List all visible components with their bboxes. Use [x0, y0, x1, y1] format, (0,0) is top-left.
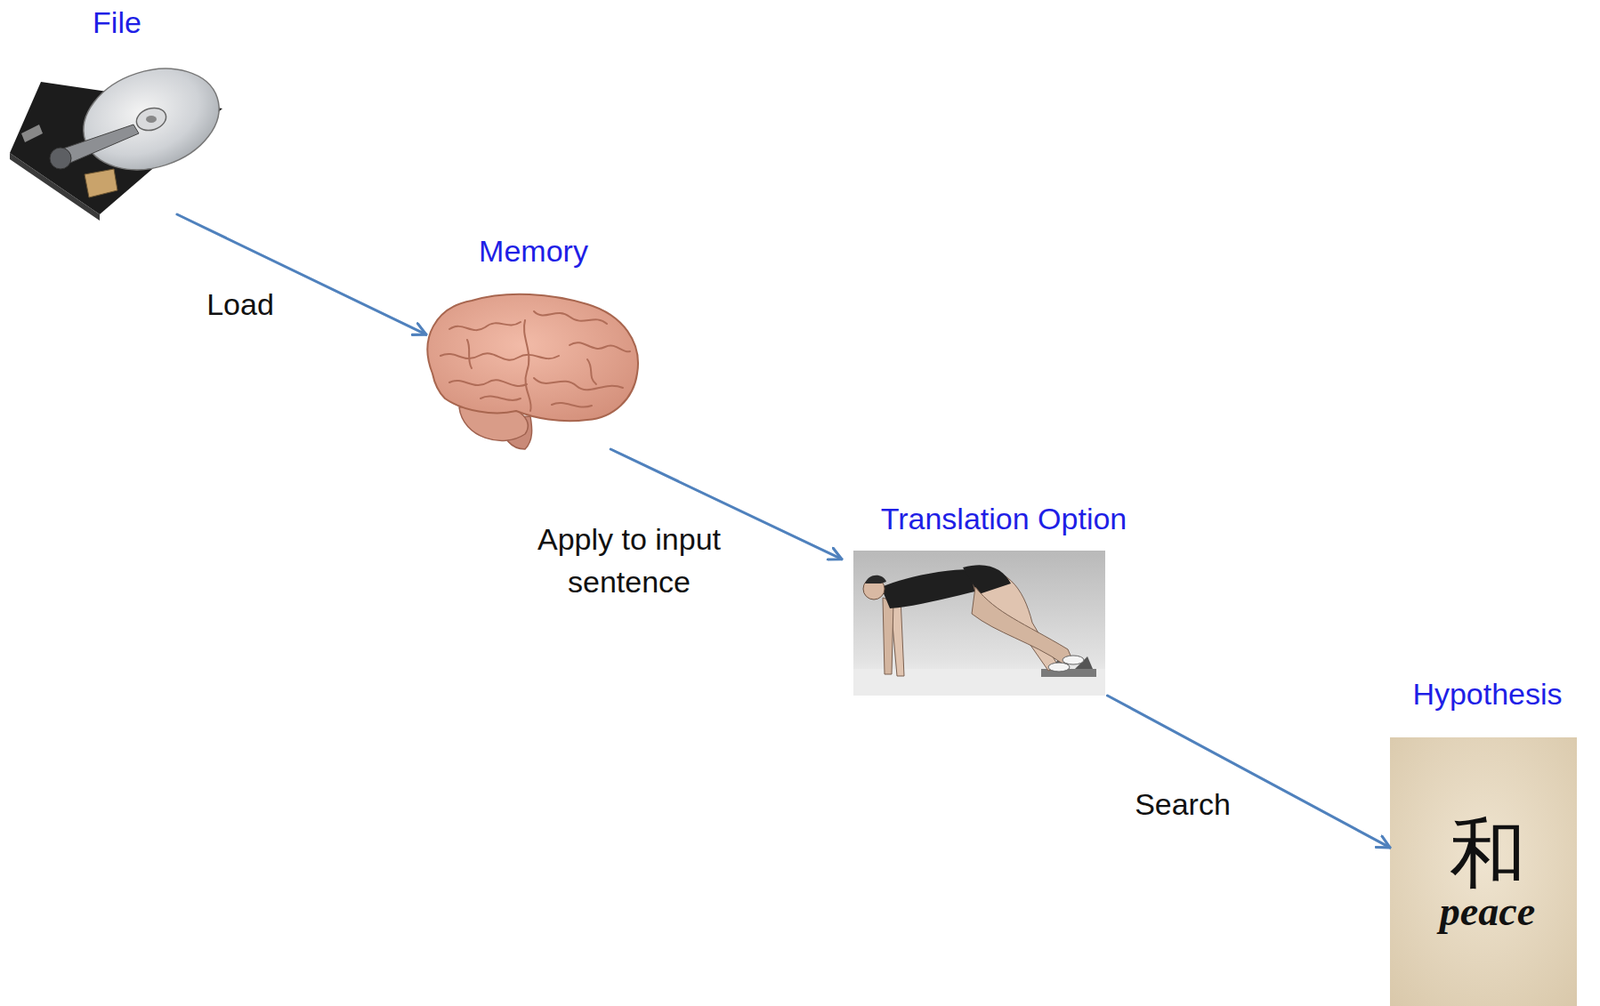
- brain-fold: [569, 342, 631, 352]
- brain-fold: [524, 320, 532, 412]
- runner-figure: [863, 565, 1084, 677]
- brain-fold: [449, 379, 527, 387]
- drive-spindle: [133, 104, 170, 134]
- node-heading: Translation Option: [841, 501, 1166, 538]
- picture-node: File: [9, 4, 225, 215]
- brain-fold: [587, 359, 597, 385]
- chinese-character: 和: [1389, 811, 1585, 897]
- node-heading: Hypothesis: [1389, 676, 1585, 713]
- step-label: Load: [151, 282, 330, 326]
- brain-fold: [440, 353, 559, 360]
- picture-node: Hypothesis 和peace: [1389, 676, 1585, 1006]
- hard-drive-picture: [9, 52, 233, 221]
- flow-arrow: [1107, 695, 1390, 849]
- runner-shorts: [962, 565, 1011, 595]
- picture-node: Memory: [426, 233, 641, 450]
- drive-spindle-hub: [145, 115, 157, 123]
- runner-shoe: [1048, 662, 1070, 672]
- brain-fold: [533, 311, 607, 324]
- brain-fold: [551, 403, 592, 408]
- brain-cerebrum: [427, 294, 639, 422]
- brain-fold: [467, 339, 472, 369]
- runner-shoe: [1062, 655, 1084, 665]
- photo-ground: [853, 550, 1106, 696]
- caption-word: peace: [1389, 889, 1585, 936]
- brain-fold: [480, 396, 521, 401]
- node-heading: Memory: [426, 233, 641, 270]
- picture-node: Translation Option: [841, 501, 1166, 696]
- drive-chip: [84, 169, 118, 198]
- runner-leg: [971, 587, 1074, 664]
- brain-fold: [449, 322, 521, 331]
- runner-arm: [882, 597, 894, 675]
- step-label: Search: [1084, 783, 1281, 826]
- brain-picture: [427, 294, 639, 450]
- drive-pivot: [49, 147, 72, 170]
- drive-platter: [70, 52, 233, 187]
- runner-hair: [864, 575, 887, 584]
- node-heading: File: [9, 4, 225, 41]
- brain-folds: [440, 311, 631, 412]
- brain-fold: [533, 378, 623, 390]
- step-label: Apply to input sentence: [500, 517, 759, 605]
- runner-torso: [880, 569, 979, 609]
- runner-photo: [853, 550, 1106, 696]
- drive-connector: [21, 124, 43, 143]
